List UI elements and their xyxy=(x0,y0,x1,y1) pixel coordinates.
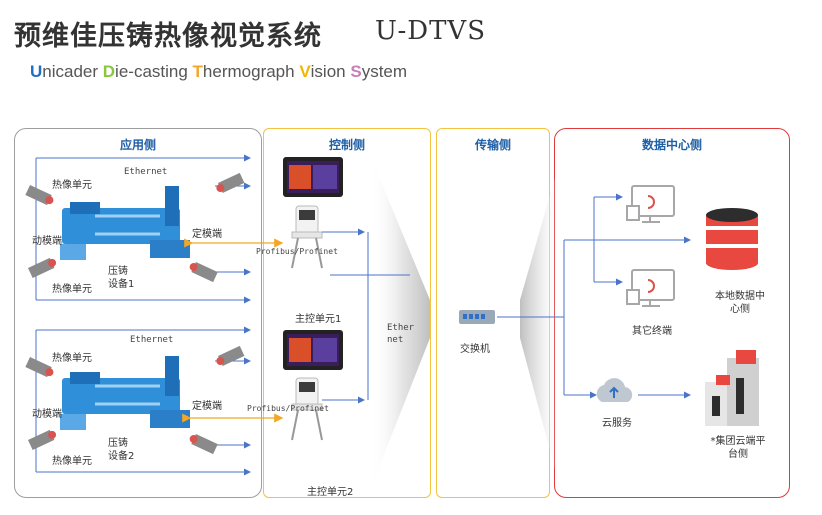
cloud-service-label: 云服务 xyxy=(602,418,632,429)
control-panel: 控制侧 xyxy=(263,128,431,498)
control-panel-title: 控制侧 xyxy=(328,138,365,152)
thermal-unit-label-1b: 热像单元 xyxy=(52,284,92,295)
subtitle-initial: S xyxy=(350,62,362,81)
cloud-service-icon xyxy=(596,378,633,402)
application-panel-title: 应用侧 xyxy=(119,138,156,152)
other-terminals-label: 其它终端 xyxy=(632,326,672,337)
machine-label-1: 压铸设备1 xyxy=(108,266,135,290)
transport-panel-title: 传输侧 xyxy=(474,138,511,152)
converge-funnel xyxy=(370,155,430,490)
subtitle-initial: V xyxy=(299,62,311,81)
ethernet-label-1: Ethernet xyxy=(124,167,168,177)
subtitle-word: nicader xyxy=(42,62,103,81)
subtitle-word: ie-casting xyxy=(115,62,193,81)
thermal-camera-1b xyxy=(216,172,245,193)
bus-label-2: Profibus/Profinet xyxy=(247,404,329,413)
thermal-camera-2c xyxy=(28,429,57,450)
master-control-label-1: 主控单元1 xyxy=(295,314,342,325)
application-panel: 应用侧 xyxy=(14,128,262,498)
machine-label-2: 压铸设备2 xyxy=(108,438,135,462)
thermal-camera-1d xyxy=(189,262,218,283)
thermal-camera-2d xyxy=(189,434,218,455)
terminal-icon-top xyxy=(626,185,675,223)
moving-side-label-2: 动模端 xyxy=(32,409,62,420)
subtitle: Unicader Die-casting Thermograph Vision … xyxy=(30,62,407,82)
page-title: 预维佳压铸热像视觉系统 xyxy=(14,21,322,52)
local-datacenter-label: 本地数据中心侧 xyxy=(715,291,765,315)
application-unit-1 xyxy=(25,154,284,304)
master-control-label-2: 主控单元2 xyxy=(307,487,354,498)
application-unit-2 xyxy=(25,326,284,476)
bus-label-1: Profibus/Profinet xyxy=(256,247,338,256)
group-cloud-building-icon xyxy=(705,350,759,426)
fixed-side-label-1: 定模端 xyxy=(192,229,222,240)
datacenter-panel-title: 数据中心侧 xyxy=(641,138,702,152)
ethernet-label-2: Ethernet xyxy=(130,335,174,345)
moving-side-label-1: 动模端 xyxy=(32,236,62,247)
thermal-camera-1c xyxy=(28,257,57,278)
database-icon xyxy=(706,208,758,270)
thermal-camera-2b xyxy=(216,345,245,366)
die-casting-machine-2 xyxy=(60,356,190,430)
network-switch xyxy=(459,310,495,324)
product-code: U-DTVS xyxy=(375,16,487,46)
thermal-camera-2a xyxy=(25,357,54,378)
master-control-unit-2 xyxy=(283,330,343,441)
subtitle-word: ystem xyxy=(361,62,408,81)
subtitle-initial: U xyxy=(30,62,43,81)
fixed-side-label-2: 定模端 xyxy=(192,401,222,412)
subtitle-word: hermograph xyxy=(202,62,300,81)
thermal-camera-1a xyxy=(25,185,54,206)
master-control-unit-1 xyxy=(283,157,343,269)
thermal-unit-label-2b: 热像单元 xyxy=(52,456,92,467)
group-cloud-label: *集团云端平台侧 xyxy=(710,436,766,460)
subtitle-initial: T xyxy=(192,62,203,81)
diverge-funnel xyxy=(520,160,560,488)
switch-label: 交换机 xyxy=(460,344,490,355)
thermal-unit-label-2a: 热像单元 xyxy=(52,353,92,364)
terminal-icon-bottom xyxy=(626,269,675,307)
subtitle-word: ision xyxy=(310,62,351,81)
thermal-unit-label-1a: 热像单元 xyxy=(52,180,92,191)
transport-ethernet-label: Ethernet xyxy=(387,323,415,345)
die-casting-machine-1 xyxy=(60,186,190,260)
subtitle-initial: D xyxy=(102,62,116,81)
